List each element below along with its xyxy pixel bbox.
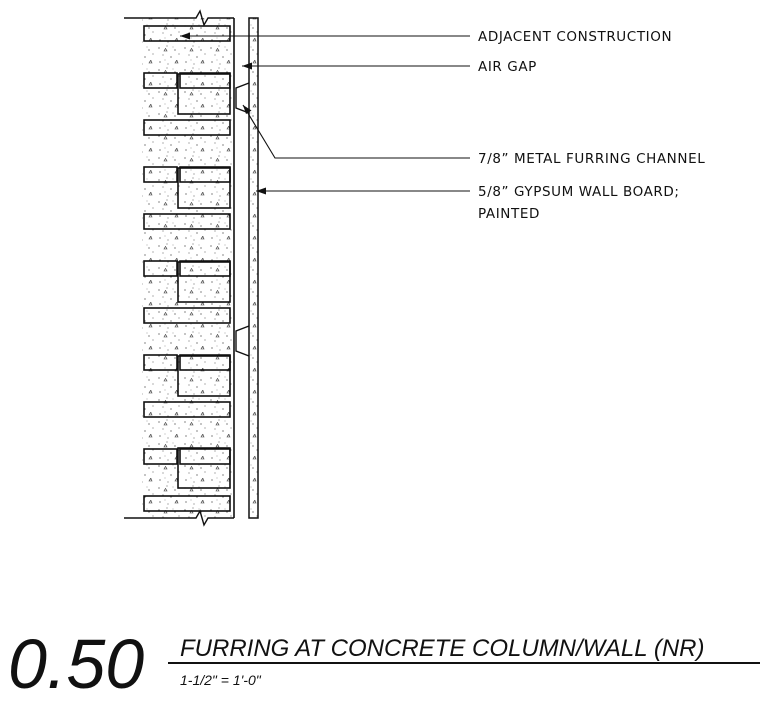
callout-gypsum-board-line1: 5/8” GYPSUM WALL BOARD; [478,184,680,200]
brick-unit [143,260,178,277]
leader-adjacent [180,32,470,40]
brick-unit [143,213,231,230]
brick-unit [143,401,231,418]
leader-gypsum [256,187,470,195]
brick-unit [177,447,231,489]
detail-title: FURRING AT CONCRETE COLUMN/WALL (NR) [180,635,704,662]
gypsum-board [248,17,259,519]
brick-unit [177,73,231,115]
leader-airgap [242,62,470,70]
brick-unit [143,307,231,324]
brick-unit [143,119,231,136]
detail-number: 0.50 [8,625,144,703]
brick-unit [177,355,231,397]
callout-gypsum-board-line2: PAINTED [478,206,540,222]
brick-coursing [143,25,231,512]
furring-channel-lower [235,325,250,357]
brick-unit [177,167,231,209]
brick-unit [143,166,178,183]
brick-unit [143,25,231,42]
callout-air-gap: AIR GAP [478,59,537,75]
masonry-wall [142,18,234,518]
brick-unit [143,495,231,512]
brick-unit [143,448,178,465]
brick-unit [177,261,231,303]
leader-furring [242,104,470,159]
brick-unit [143,72,178,89]
callout-adjacent-construction: ADJACENT CONSTRUCTION [478,29,672,45]
furring-channel-upper [235,82,250,114]
callout-furring-channel: 7/8” METAL FURRING CHANNEL [478,151,705,167]
brick-unit [143,354,178,371]
detail-scale: 1-1/2" = 1'-0" [180,672,262,688]
break-line-top [124,9,234,27]
break-line-bottom [124,509,234,527]
